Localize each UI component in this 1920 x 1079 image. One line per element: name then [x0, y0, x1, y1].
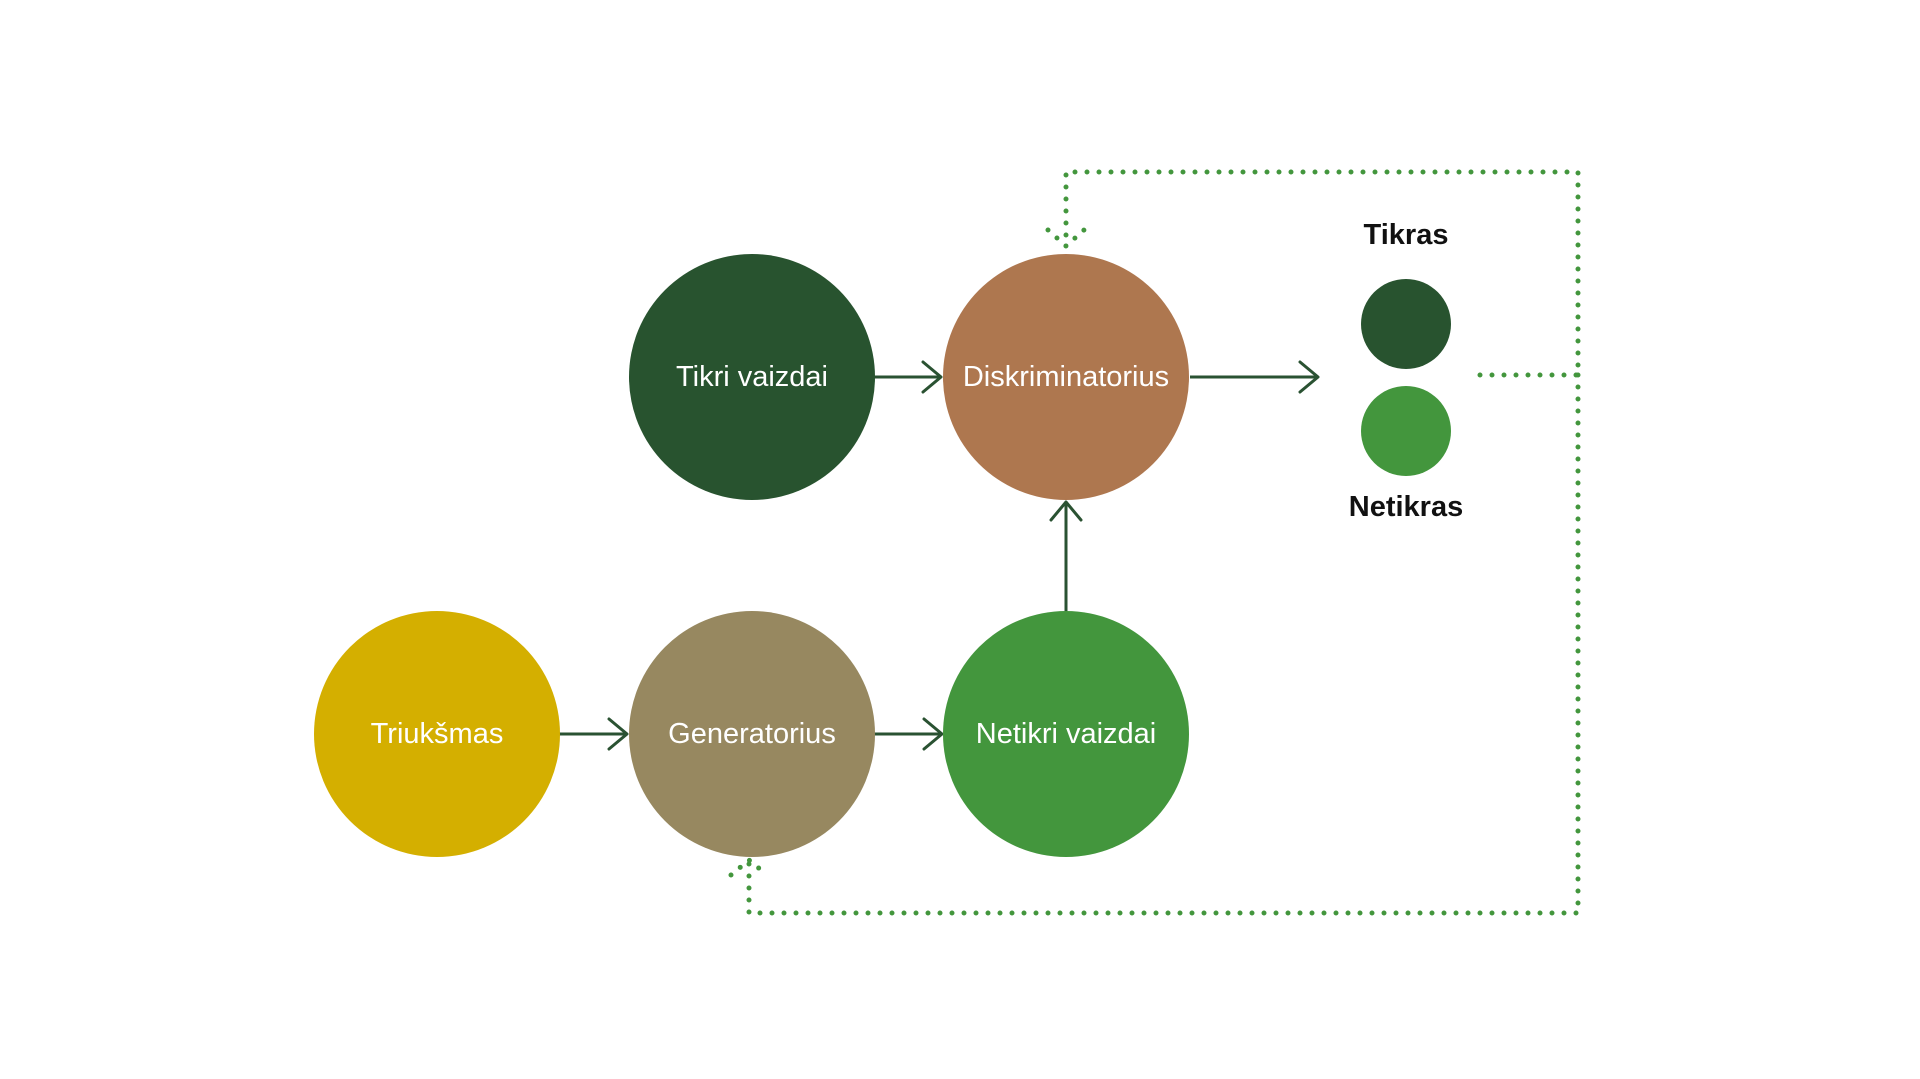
node-fake-images-label: Netikri vaizdai — [976, 718, 1157, 750]
legend-real-label: Tikras — [1364, 219, 1449, 251]
legend-fake-label: Netikras — [1349, 491, 1463, 523]
arrow-discriminator-to-output-head — [1298, 360, 1320, 394]
node-fake-images-circle — [943, 611, 1189, 857]
legend-real-dot — [1361, 279, 1451, 369]
arrow-noise-to-generator-head — [607, 717, 629, 751]
node-discriminator-label: Diskriminatorius — [963, 361, 1169, 393]
feedback-loop — [728, 169, 1581, 916]
output-legend: Tikras Netikras — [1349, 219, 1463, 523]
feedback-arrowhead-discriminator — [1045, 227, 1087, 250]
arrow-fake-to-discriminator-head — [1049, 500, 1083, 522]
node-real-images-circle — [629, 254, 875, 500]
node-real-images-label: Tikri vaizdai — [676, 361, 828, 393]
node-real-images: Tikri vaizdai — [629, 254, 875, 500]
node-noise-circle — [314, 611, 560, 857]
node-noise-label: Triukšmas — [371, 718, 504, 750]
node-discriminator-circle — [943, 254, 1189, 500]
node-fake-images: Netikri vaizdai — [943, 611, 1189, 857]
node-noise: Triukšmas — [314, 611, 560, 857]
node-generator: Generatorius — [629, 611, 875, 857]
arrow-real-to-discriminator-head — [921, 360, 943, 394]
flow-arrows — [559, 360, 1320, 751]
feedback-loop-bottom-path — [746, 372, 1581, 916]
arrow-generator-to-fake-head — [922, 717, 944, 751]
feedback-arrowhead-generator — [728, 856, 770, 878]
node-generator-label: Generatorius — [668, 718, 836, 750]
feedback-loop-path — [1063, 169, 1581, 378]
legend-fake-dot — [1361, 386, 1451, 476]
node-generator-circle — [629, 611, 875, 857]
node-discriminator: Diskriminatorius — [943, 254, 1189, 500]
